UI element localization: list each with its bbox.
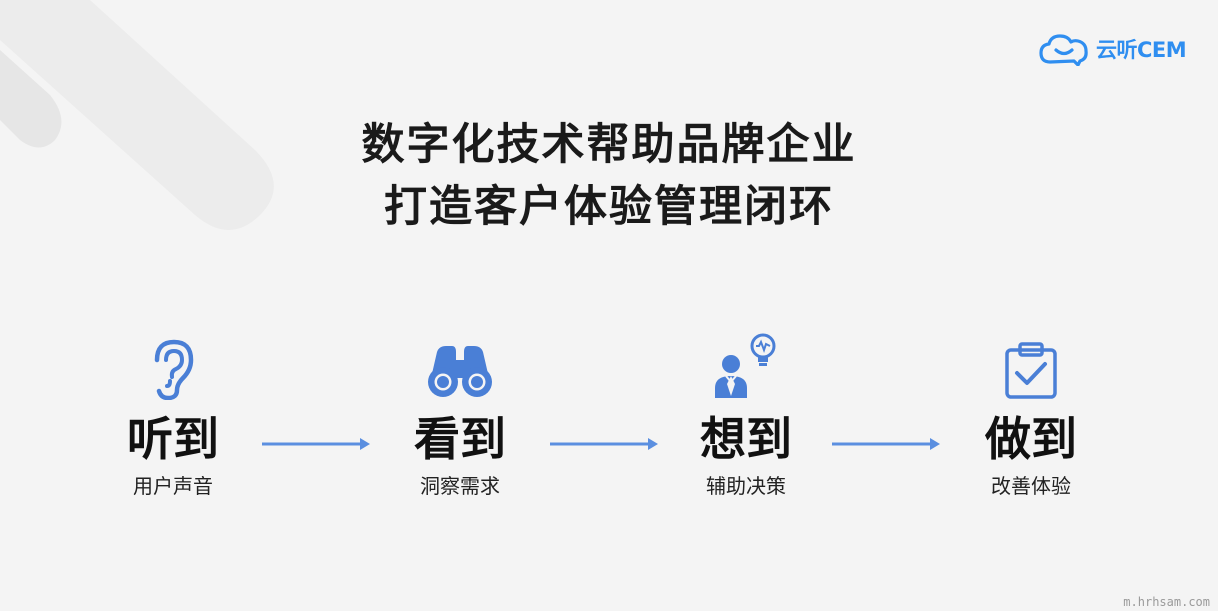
step-hear: 听到 用户声音 xyxy=(93,330,253,496)
step-subtitle: 改善体验 xyxy=(991,474,1071,498)
page-title-line-2: 打造客户体验管理闭环 xyxy=(384,182,834,232)
background-decoration xyxy=(0,0,274,230)
arrow-icon xyxy=(550,438,658,450)
watermark: m.hrhsam.com xyxy=(1123,595,1210,609)
cloud-smile-icon xyxy=(1039,34,1088,66)
step-see: 看到 洞察需求 xyxy=(380,330,540,496)
brand-name: 云听CEM xyxy=(1096,38,1187,62)
step-think: 想到 辅助决策 xyxy=(666,330,826,496)
step-title: 做到 xyxy=(985,412,1077,466)
arrow-icon xyxy=(262,438,370,450)
clipboard-check-icon xyxy=(951,330,1111,400)
step-do: 做到 改善体验 xyxy=(951,330,1111,496)
arrow-icon xyxy=(832,438,940,450)
brand-logo: 云听CEM xyxy=(1038,32,1187,66)
step-subtitle: 洞察需求 xyxy=(420,474,500,498)
person-lightbulb-icon xyxy=(666,330,826,400)
step-subtitle: 辅助决策 xyxy=(706,474,786,498)
page-title-line-1: 数字化技术帮助品牌企业 xyxy=(361,120,857,170)
step-subtitle: 用户声音 xyxy=(133,474,213,498)
step-title: 想到 xyxy=(700,412,792,466)
step-title: 看到 xyxy=(414,412,506,466)
step-title: 听到 xyxy=(127,412,219,466)
ear-icon xyxy=(93,330,253,400)
binoculars-icon xyxy=(380,330,540,400)
